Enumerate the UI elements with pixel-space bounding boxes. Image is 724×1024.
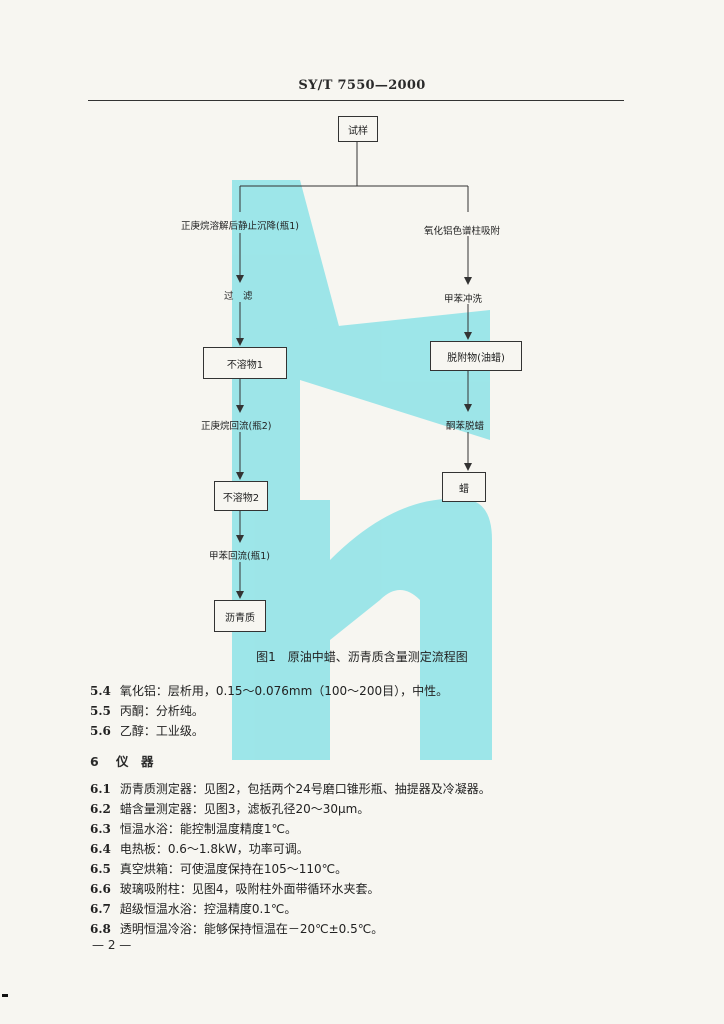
instrument-6-2: 6.2 蜡含量测定器：见图3，滤板孔径20～30μm。	[90, 799, 369, 819]
clause-text: 沥青质测定器：见图2，包括两个24号磨口锥形瓶、抽提器及冷凝器。	[119, 782, 491, 796]
instrument-6-5: 6.5 真空烘箱：可使温度保持在105～110℃。	[90, 859, 347, 879]
flow-box-desorbed-oil-wax: 脱附物(油蜡)	[430, 341, 522, 371]
flow-step-toluene-wash: 甲苯冲洗	[444, 294, 483, 305]
clause-number: 6.3	[90, 822, 111, 836]
flow-box-insoluble-2: 不溶物2	[214, 481, 268, 511]
clause-5-6: 5.6 乙醇：工业级。	[90, 721, 204, 741]
clause-number: 6.4	[90, 842, 111, 856]
clause-number: 5.4	[90, 684, 111, 698]
figure-caption: 图1 原油中蜡、沥青质含量测定流程图	[256, 650, 468, 664]
page-number: — 2 —	[92, 938, 132, 952]
flow-step-toluene-reflux: 甲苯回流(瓶1)	[209, 551, 270, 562]
clause-number: 6.7	[90, 902, 111, 916]
header-rule	[88, 100, 624, 101]
clause-number: 6.1	[90, 782, 111, 796]
instrument-6-3: 6.3 恒温水浴：能控制温度精度1℃。	[90, 819, 297, 839]
flow-step-heptane-reflux: 正庚烷回流(瓶2)	[201, 421, 272, 432]
instrument-6-6: 6.6 玻璃吸附柱：见图4，吸附柱外面带循环水夹套。	[90, 879, 379, 899]
flow-box-wax: 蜡	[442, 472, 486, 502]
section-heading-instruments: 6 仪 器	[90, 751, 154, 770]
clause-5-5: 5.5 丙酮：分析纯。	[90, 701, 204, 721]
flow-box-asphaltene: 沥青质	[214, 600, 266, 632]
clause-number: 6.6	[90, 882, 111, 896]
section-number: 6	[90, 754, 99, 769]
instrument-6-8: 6.8 透明恒温冷浴：能够保持恒温在－20℃±0.5℃。	[90, 919, 383, 939]
instrument-6-1: 6.1 沥青质测定器：见图2，包括两个24号磨口锥形瓶、抽提器及冷凝器。	[90, 779, 491, 799]
clause-number: 5.5	[90, 704, 111, 718]
clause-text: 真空烘箱：可使温度保持在105～110℃。	[119, 862, 348, 876]
clause-text: 电热板：0.6～1.8kW，功率可调。	[119, 842, 309, 856]
clause-text: 乙醇：工业级。	[119, 724, 204, 738]
instrument-6-7: 6.7 超级恒温水浴：控温精度0.1℃。	[90, 899, 296, 919]
clause-text: 丙酮：分析纯。	[119, 704, 204, 718]
clause-text: 玻璃吸附柱：见图4，吸附柱外面带循环水夹套。	[119, 882, 380, 896]
clause-text: 透明恒温冷浴：能够保持恒温在－20℃±0.5℃。	[119, 922, 384, 936]
clause-text: 超级恒温水浴：控温精度0.1℃。	[119, 902, 297, 916]
clause-text: 恒温水浴：能控制温度精度1℃。	[119, 822, 297, 836]
clause-text: 氧化铝：层析用，0.15～0.076mm（100～200目），中性。	[119, 684, 449, 698]
standard-code-header: SY/T 7550—2000	[298, 78, 426, 93]
clause-number: 6.8	[90, 922, 111, 936]
flow-box-sample: 试样	[338, 116, 378, 142]
flow-step-filter: 过 滤	[224, 291, 253, 302]
section-title: 仪 器	[116, 754, 154, 769]
clause-number: 5.6	[90, 724, 111, 738]
flow-step-ketone-dewaxing: 酮苯脱蜡	[446, 421, 485, 432]
instrument-6-4: 6.4 电热板：0.6～1.8kW，功率可调。	[90, 839, 309, 859]
flow-step-alumina-adsorption: 氧化铝色谱柱吸附	[424, 226, 501, 237]
flow-step-heptane-settling: 正庚烷溶解后静止沉降(瓶1)	[181, 221, 299, 232]
clause-5-4: 5.4 氧化铝：层析用，0.15～0.076mm（100～200目），中性。	[90, 681, 448, 701]
flow-box-insoluble-1: 不溶物1	[203, 347, 287, 379]
scan-mark	[2, 994, 8, 997]
clause-number: 6.2	[90, 802, 111, 816]
clause-text: 蜡含量测定器：见图3，滤板孔径20～30μm。	[119, 802, 370, 816]
clause-number: 6.5	[90, 862, 111, 876]
